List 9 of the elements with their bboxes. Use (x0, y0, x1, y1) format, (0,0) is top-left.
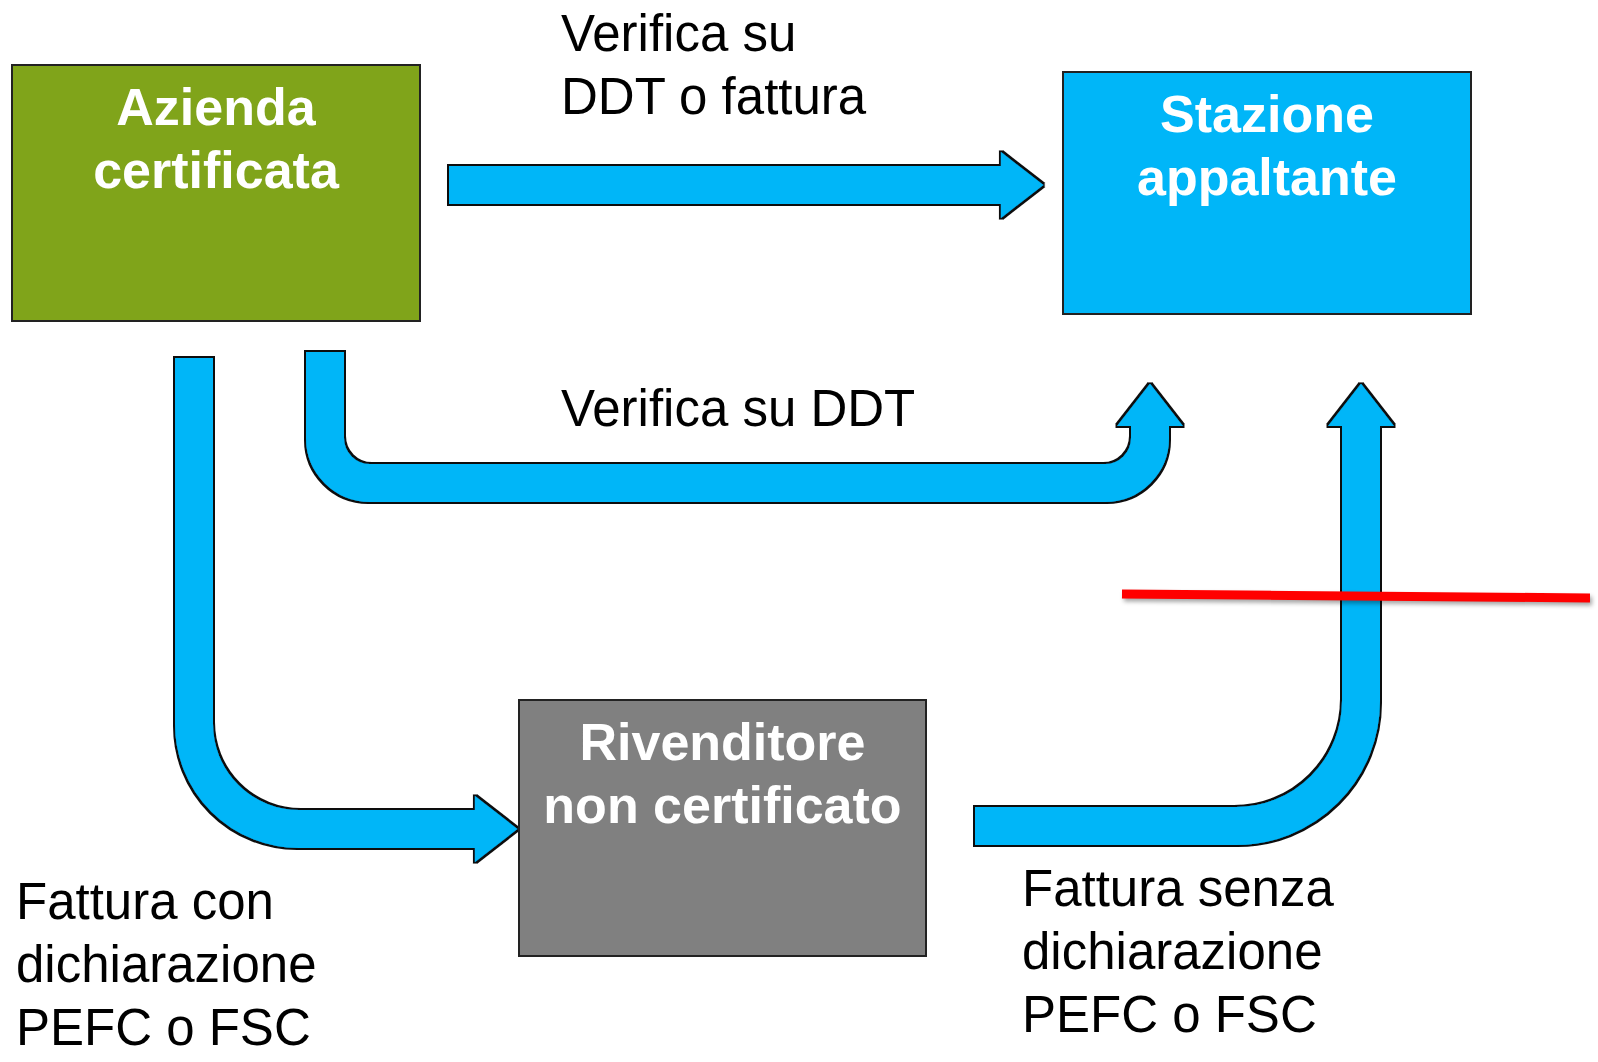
box-title: Stazione appaltante (1135, 84, 1399, 208)
process-box (1062, 71, 1472, 315)
box-title: Azienda certificata (92, 77, 341, 201)
process-box (11, 64, 421, 322)
block-arrow (975, 383, 1394, 845)
process-box (518, 699, 927, 957)
block-arrow (175, 358, 518, 862)
box-title: Rivenditore non certificato (542, 712, 903, 836)
block-arrow (449, 152, 1044, 218)
